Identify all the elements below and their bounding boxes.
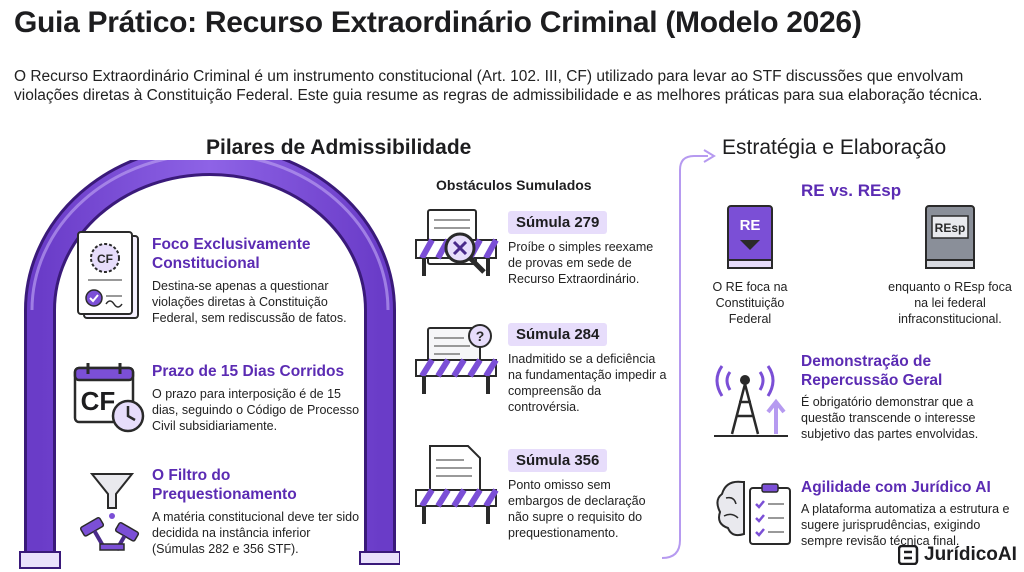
brand-mark-icon [898,545,919,565]
pillar-text: Destina-se apenas a questionar violações… [152,279,347,325]
brain-checklist-icon [716,480,791,545]
resp-book-icon: REsp [925,205,975,269]
svg-text:?: ? [476,328,485,344]
re-caption: O RE foca na Constituição Federal [712,280,788,326]
sumula-284: Súmula 284 Inadmitido se a deficiência n… [508,323,668,415]
intro-paragraph: O Recurso Extraordinário Criminal é um i… [14,68,983,104]
sumula-badge: Súmula 284 [508,323,608,346]
resp-caption: enquanto o REsp foca na lei federal infr… [888,280,1012,326]
document-magnifier-barrier-icon [415,209,499,276]
feature-heading: Agilidade com Jurídico AI [801,479,991,496]
brand-name: JurídicoAI [924,544,1017,565]
feature-juridico-ai: Agilidade com Jurídico AI A plataforma a… [801,478,1011,549]
obstacles-section-title: Obstáculos Sumulados [436,177,592,193]
feature-repercussion: Demonstração de Repercussão Geral É obri… [801,352,1015,442]
re-vs-resp-title: RE vs. REsp [801,181,902,200]
arch-frame [19,160,400,569]
svg-text:CF: CF [97,252,113,266]
funnel-gavel-icon [79,473,140,552]
feature-heading: Demonstração de Repercussão Geral [801,353,943,389]
brand-logo: JurídicoAI [898,544,1017,566]
document-cf-icon: CF [77,231,139,319]
pillar-prequestioning: O Filtro do Prequestionamento A matéria … [152,466,362,557]
svg-text:RE: RE [740,217,761,234]
strategy-section-title: Estratégia e Elaboração [722,136,947,159]
sumula-text: Proíbe o simples reexame de provas em se… [508,240,654,286]
svg-text:CF: CF [81,386,116,416]
pillar-text: A matéria constitucional deve ter sido d… [152,510,360,556]
svg-text:REsp: REsp [935,221,966,235]
document-question-barrier-icon: ? [415,324,499,394]
sumula-text: Inadmitido se a deficiência na fundament… [508,352,667,414]
sumula-badge: Súmula 279 [508,211,608,234]
sumula-text: Ponto omisso sem embargos de declaração … [508,478,646,540]
pillar-constitutional-focus: Foco Exclusivamente Constitucional Desti… [152,235,362,326]
pillar-heading: O Filtro do Prequestionamento [152,467,297,503]
feature-text: É obrigatório demonstrar que a questão t… [801,395,979,441]
re-book-icon: RE [727,205,773,269]
page-title: Guia Prático: Recurso Extraordinário Cri… [14,6,862,39]
signal-tower-icon [714,365,788,437]
sumula-356: Súmula 356 Ponto omisso sem embargos de … [508,449,668,541]
feature-text: A plataforma automatiza a estrutura e su… [801,502,1010,548]
flow-arrow [661,149,716,559]
sumula-279: Súmula 279 Proíbe o simples reexame de p… [508,211,668,287]
sumula-badge: Súmula 356 [508,449,608,472]
pillar-heading: Prazo de 15 Dias Corridos [152,363,345,380]
pillar-heading: Foco Exclusivamente Constitucional [152,236,311,272]
pillar-deadline: Prazo de 15 Dias Corridos O prazo para i… [152,362,362,434]
admissibility-section-title: Pilares de Admissibilidade [206,136,472,159]
calendar-clock-icon: CF [73,363,145,433]
document-barrier-icon [415,445,499,524]
pillar-text: O prazo para interposição é de 15 dias, … [152,387,360,433]
